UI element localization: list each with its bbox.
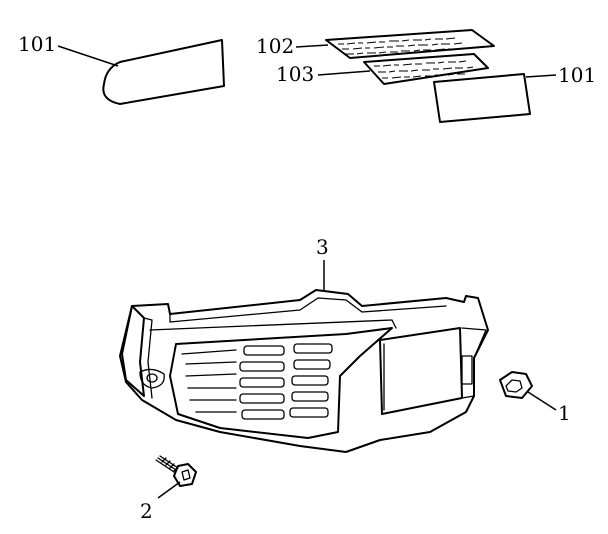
decal-right <box>433 73 531 123</box>
self-tapping-screw <box>155 455 197 487</box>
leader-101-left <box>57 45 119 67</box>
leader-103 <box>317 70 371 76</box>
hex-nut <box>499 371 533 399</box>
decal-left <box>102 39 225 105</box>
air-filter-cover <box>119 289 489 453</box>
callout-2: 2 <box>140 499 153 523</box>
callout-3: 3 <box>316 235 329 259</box>
leader-102 <box>295 44 329 48</box>
callout-102: 102 <box>256 34 294 58</box>
callout-1: 1 <box>558 401 571 425</box>
leader-2 <box>157 481 181 499</box>
warning-label-bottom <box>363 53 489 85</box>
callout-101-left: 101 <box>18 32 56 56</box>
warning-label-top <box>325 29 495 59</box>
leader-101-right <box>525 74 557 78</box>
callout-101-right: 101 <box>558 63 596 87</box>
leader-1 <box>527 391 557 411</box>
callout-103: 103 <box>276 62 314 86</box>
